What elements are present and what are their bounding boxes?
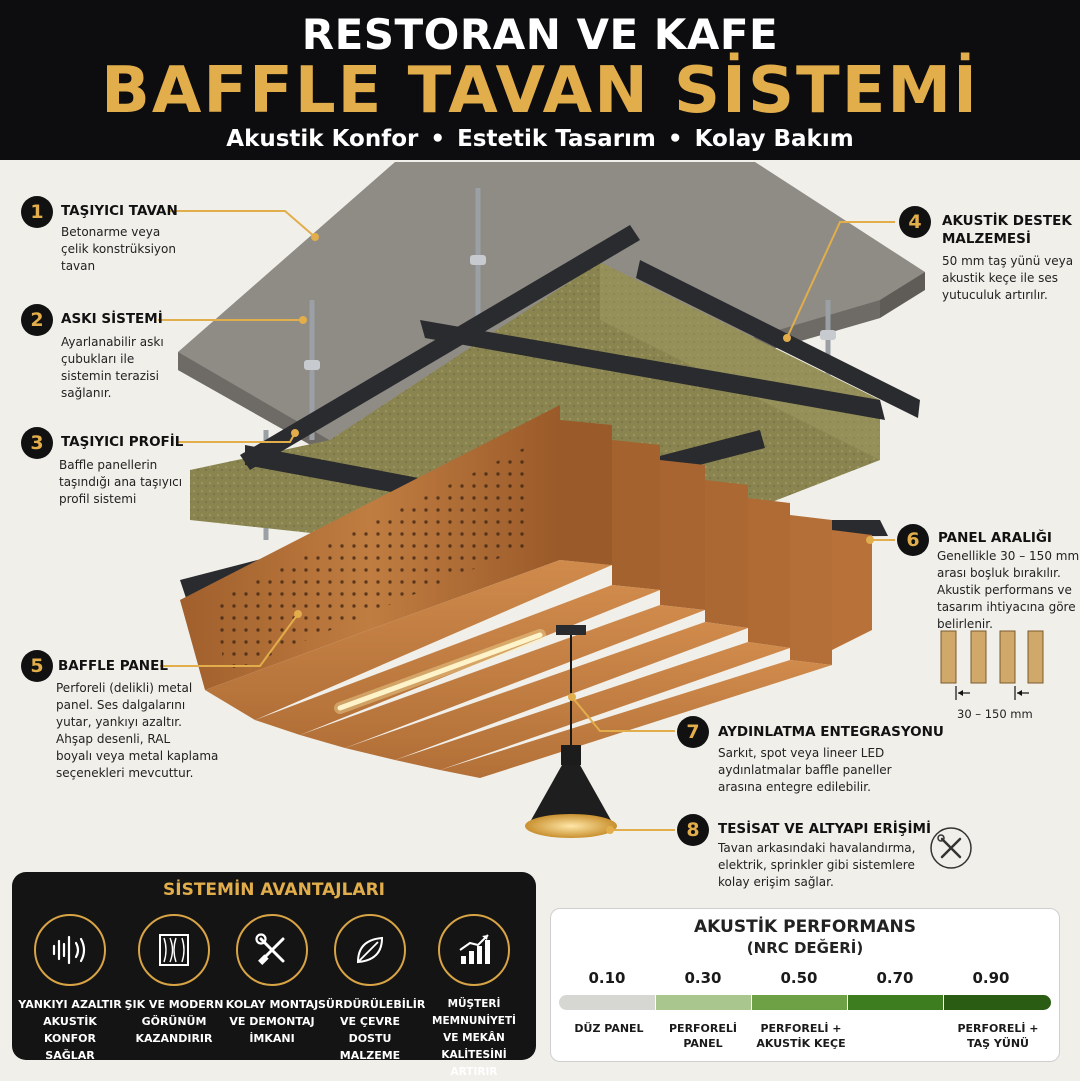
nrc-value: 0.70 (876, 969, 914, 987)
nrc-value: 0.90 (972, 969, 1010, 987)
tag-maintenance: Kolay Bakım (694, 126, 854, 152)
nrc-panel: AKUSTİK PERFORMANS (NRC DEĞERİ) 0.10 0.3… (550, 908, 1060, 1062)
baffle-panels (180, 405, 872, 778)
ceiling-illustration (158, 162, 1044, 869)
advantages-title: SİSTEMİN AVANTAJLARI (163, 880, 385, 900)
callout-3-badge: 3 (21, 427, 53, 459)
wood-texture-icon (138, 914, 210, 986)
nrc-subtitle: (NRC DEĞERİ) (746, 939, 864, 957)
callout-2-badge: 2 (21, 304, 53, 336)
callout-7-title: AYDINLATMA ENTEGRASYONU (718, 724, 944, 740)
callout-6-title: PANEL ARALIĞI (938, 530, 1052, 546)
callout-6-badge: 6 (897, 524, 929, 556)
nrc-value: 0.10 (588, 969, 626, 987)
headline-title: BAFFLE TAVAN SİSTEMİ (101, 54, 979, 128)
tag-separator: • (430, 126, 446, 152)
nrc-title: AKUSTİK PERFORMANS (694, 917, 916, 937)
nrc-label: DÜZ PANEL (574, 1022, 644, 1035)
nrc-value: 0.50 (780, 969, 818, 987)
nrc-bar-segment (656, 995, 751, 1010)
callout-3-title: TAŞIYICI PROFİL (61, 434, 184, 450)
spacing-diagram (940, 630, 1044, 700)
tag-aesthetic: Estetik Tasarım (457, 126, 656, 152)
headline-tags: Akustik Konfor • Estetik Tasarım • Kolay Bak… (0, 126, 1080, 152)
tools-access-icon (930, 827, 972, 869)
growth-chart-icon (438, 914, 510, 986)
callout-1-badge: 1 (21, 196, 53, 228)
pendant-lamp (525, 625, 617, 838)
nrc-bar-segment (848, 995, 943, 1010)
header-banner: RESTORAN VE KAFE BAFFLE TAVAN SİSTEMİ Ak… (0, 0, 1080, 160)
nrc-bar-segment (559, 995, 655, 1010)
callout-4-badge: 4 (899, 206, 931, 238)
nrc-label: PERFORELİ +TAŞ YÜNÜ (957, 1022, 1039, 1050)
callout-8-title: TESİSAT VE ALTYAPI ERİŞİMİ (718, 821, 931, 837)
tag-separator: • (667, 126, 683, 152)
tools-icon (236, 914, 308, 986)
led-strip (337, 632, 543, 711)
nrc-label: PERFORELİ +AKUSTİK KEÇE (756, 1022, 846, 1050)
callout-1-title: TAŞIYICI TAVAN (61, 203, 178, 219)
callout-5-badge: 5 (21, 650, 53, 682)
nrc-value: 0.30 (684, 969, 722, 987)
spacing-label: 30 – 150 mm (957, 707, 1033, 721)
leaf-icon (334, 914, 406, 986)
tag-acoustic: Akustik Konfor (226, 126, 419, 152)
nrc-bar-segment (752, 995, 847, 1010)
callout-leaders (158, 210, 895, 834)
sound-wave-icon (34, 914, 106, 986)
callout-2-title: ASKI SİSTEMİ (61, 311, 163, 327)
callout-8-desc: Tavan arkasındaki havalandırma,elektrik,… (718, 841, 916, 889)
headline-subject: RESTORAN VE KAFE (301, 10, 779, 59)
callout-7-badge: 7 (677, 716, 709, 748)
nrc-bar-segment (944, 995, 1051, 1010)
callout-8-badge: 8 (677, 814, 709, 846)
callout-5-title: BAFFLE PANEL (58, 658, 168, 674)
